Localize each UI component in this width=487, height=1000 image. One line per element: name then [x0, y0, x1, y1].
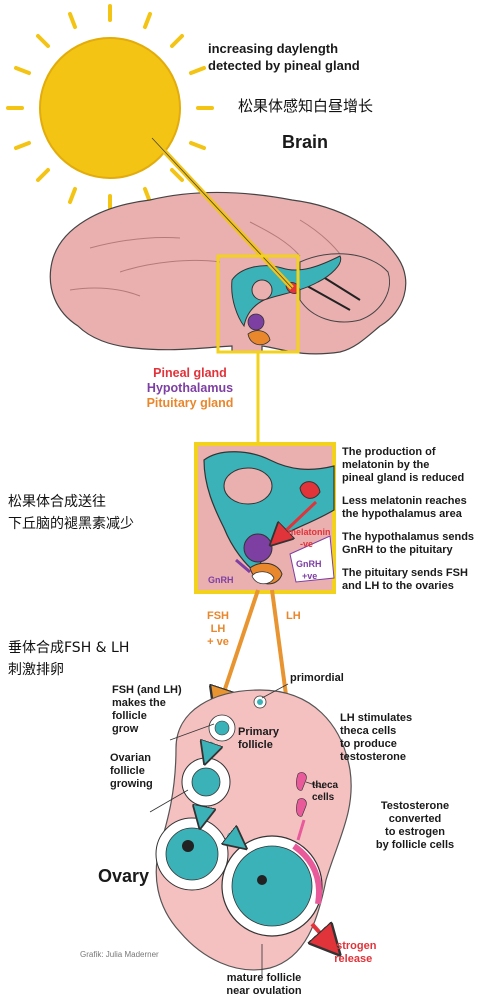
label-line: release [334, 953, 373, 965]
label-line: converted [388, 813, 442, 825]
fsh-makes-label: FSH (and LH) makes the follicle grow [112, 684, 208, 736]
label-line: LH stimulates [340, 712, 413, 724]
primordial-label: primordial [290, 672, 344, 684]
label-line: mature follicle [226, 972, 302, 984]
title-line-1: increasing daylength [208, 41, 339, 56]
note-line: the hypothalamus area [342, 508, 462, 520]
brain-illustration [49, 191, 407, 355]
label-line: testosterone [340, 751, 407, 763]
label-line: near ovulation [226, 985, 302, 997]
gnrh-right-label: GnRH [296, 559, 322, 569]
testosterone-label: Testosterone converted to estrogen by fo… [350, 800, 480, 852]
brain-label: Brain [282, 132, 329, 152]
lh-right-label: LH [286, 610, 301, 622]
header-text: increasing daylength detected by pineal … [208, 40, 468, 74]
cn-melatonin-1: 松果体合成送往 [8, 494, 106, 510]
title-line-2: detected by pineal gland [208, 58, 360, 73]
label-line: Testosterone [380, 800, 450, 812]
label-line: follicle [112, 710, 147, 722]
credit-label: Grafik: Julia Maderner [80, 950, 159, 959]
estrogen-release-label: estrogen release [330, 940, 376, 966]
process-notes: The production of melatonin by the pinea… [342, 446, 484, 593]
zoom-illustration [203, 451, 335, 585]
note-line: The hypothalamus sends [342, 531, 475, 543]
title-cn: 松果体感知白昼增长 [238, 97, 374, 115]
fsh-text: FSH [207, 610, 229, 622]
sun-icon [6, 4, 214, 212]
note-line: melatonin by the [342, 459, 430, 471]
melatonin-label: melatonin [288, 527, 331, 537]
note-line: The production of [342, 446, 436, 458]
note-line: and LH to the ovaries [342, 580, 454, 592]
note-line: The pituitary sends FSH [342, 567, 468, 579]
ovarian-growing-label: Ovarian follicle growing [110, 752, 153, 791]
cn-pituitary-2: 刺激排卵 [8, 662, 64, 678]
label-line: to estrogen [385, 826, 445, 838]
label-line: makes the [112, 697, 166, 709]
primary-follicle-label: Primary follicle [238, 726, 279, 752]
note-line: Less melatonin reaches [342, 495, 467, 507]
fsh-arrow [220, 589, 260, 704]
label-line: by follicle cells [375, 839, 455, 851]
melatonin-sign: -ve [300, 539, 314, 549]
legend-hypothalamus: Hypothalamus [146, 381, 234, 395]
label-line: FSH (and LH) [112, 684, 182, 696]
ovary-illustration [155, 689, 352, 971]
mature-follicle-label: mature follicle near ovulation [216, 972, 312, 998]
plus-text: + ve [207, 636, 229, 648]
label-line: Primary [238, 726, 279, 738]
label-line: follicle [110, 765, 145, 777]
label-line: cells [312, 792, 335, 803]
label-line: theca cells [340, 725, 397, 737]
label-line: estrogen [330, 940, 377, 952]
estrogen-arrow [312, 924, 330, 944]
note-line: pineal gland is reduced [342, 472, 465, 484]
label-line: theca [312, 780, 339, 791]
gnrh-left-label: GnRH [208, 575, 234, 585]
label-line: grow [112, 723, 139, 735]
lh-text: LH [210, 623, 226, 635]
label-line: growing [110, 778, 153, 790]
legend-pituitary: Pituitary gland [146, 396, 234, 410]
note-line: GnRH to the pituitary [342, 544, 453, 556]
legend-pineal: Pineal gland [153, 366, 227, 380]
ovary-label: Ovary [98, 866, 150, 886]
cn-melatonin-2: 下丘脑的褪黑素减少 [8, 516, 134, 532]
theca-cells-label: theca cells [312, 780, 338, 804]
label-line: to produce [340, 738, 397, 750]
structure-legend: Pineal gland Hypothalamus Pituitary glan… [128, 366, 252, 411]
gnrh-right-sign: +ve [302, 571, 318, 581]
cn-pituitary-1: 垂体合成FSH & LH [8, 640, 130, 656]
label-line: follicle [238, 739, 273, 751]
lh-stimulates-label: LH stimulates theca cells to produce tes… [340, 712, 412, 764]
label-line: Ovarian [110, 752, 151, 764]
fsh-lh-label: FSH LH + ve [200, 610, 236, 649]
